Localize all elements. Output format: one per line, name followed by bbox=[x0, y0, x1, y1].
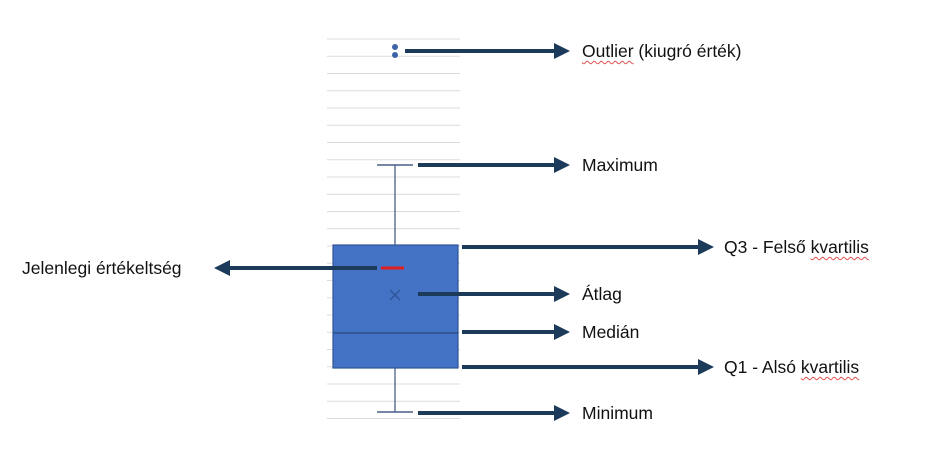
median-label: Medián bbox=[582, 322, 640, 342]
q3-word: kvartilis bbox=[810, 237, 869, 257]
q3-label: Q3 - Felső kvartilis bbox=[724, 237, 869, 257]
mean-label: Átlag bbox=[582, 284, 622, 304]
mean-marker bbox=[389, 289, 401, 301]
maximum-label: Maximum bbox=[582, 155, 658, 175]
outlier-word: Outlier bbox=[582, 41, 634, 61]
outlier-point bbox=[392, 44, 398, 50]
q1-prefix: Q1 - Alsó bbox=[724, 357, 801, 377]
minimum-label: Minimum bbox=[582, 403, 653, 423]
outlier-rest: (kiugró érték) bbox=[633, 41, 742, 61]
outlier-point bbox=[392, 52, 398, 58]
q3-prefix: Q3 - Felső bbox=[724, 237, 811, 257]
q1-label: Q1 - Alsó kvartilis bbox=[724, 357, 859, 377]
outlier-label: Outlier (kiugró érték) bbox=[582, 41, 742, 61]
interquartile-box bbox=[332, 244, 459, 369]
q1-word: kvartilis bbox=[800, 357, 860, 377]
current-value-label: Jelenlegi értékeltség bbox=[22, 258, 182, 278]
